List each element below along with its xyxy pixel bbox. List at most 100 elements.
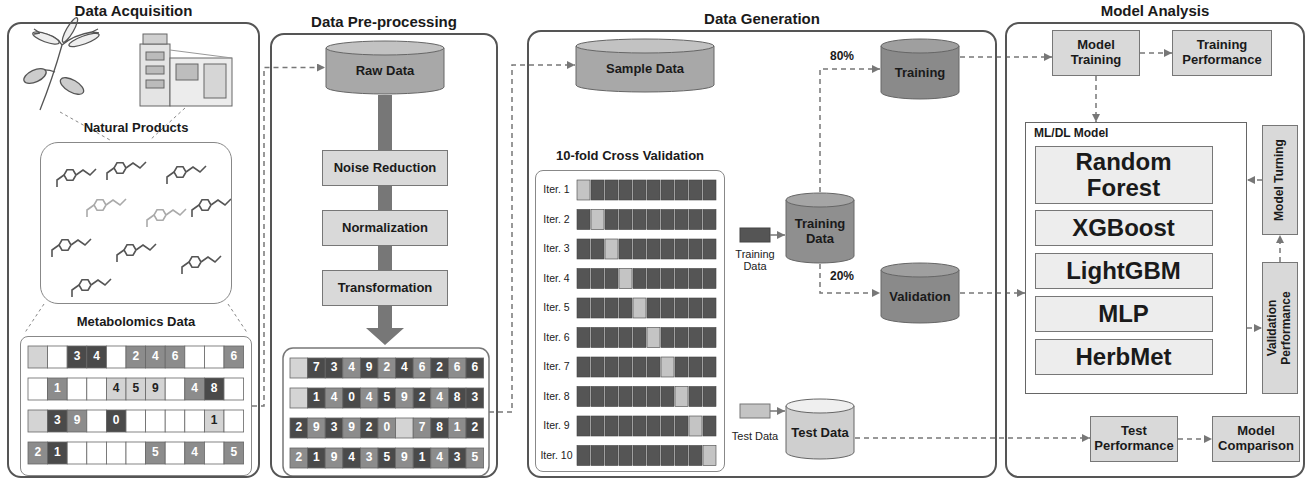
table-cell [325, 358, 343, 378]
database-cylinder: Raw Data [325, 40, 445, 95]
flow-arrow [1279, 235, 1281, 262]
database-cylinder: Test Data [785, 398, 855, 460]
table-cell [396, 388, 414, 408]
molecule-chain [57, 175, 64, 187]
model-box: HerbMet [1035, 339, 1213, 375]
fold-cell [647, 210, 660, 230]
table-cell [126, 442, 146, 464]
molecule-ring [94, 200, 106, 210]
fold-cell [577, 446, 590, 466]
table-cell [165, 378, 185, 400]
table-cell-value: 6 [466, 358, 484, 378]
fold-cell [577, 210, 590, 230]
table-cell [448, 358, 466, 378]
table-cell-value: 5 [126, 378, 146, 400]
table-cell [126, 410, 146, 432]
table-cell-value: 4 [360, 388, 378, 408]
table-cell-value: 7 [413, 418, 431, 438]
table-cell [28, 378, 48, 400]
fold-cell [591, 180, 604, 200]
node-label: Normalization [342, 221, 428, 236]
molecule-chain [91, 279, 111, 285]
table-cell-value: 2 [290, 418, 308, 438]
fold-cell [619, 446, 632, 466]
fold-cell [619, 416, 632, 436]
node-label: 10-fold Cross Validation [536, 149, 724, 164]
fold-cell [577, 416, 590, 436]
table-cell [290, 388, 308, 408]
fold-cell [647, 180, 660, 200]
table-cell-value: 1 [308, 448, 326, 468]
fold-cell [619, 269, 632, 289]
table-cell-value: 3 [325, 358, 343, 378]
fold-cell [675, 269, 688, 289]
table-cell [290, 418, 308, 438]
table-cell [396, 418, 414, 438]
molecule-chain [186, 166, 206, 172]
table-cell [204, 410, 224, 432]
flow-arrow [252, 68, 325, 407]
fold-cell [577, 387, 590, 407]
fold-cell [675, 387, 688, 407]
node-label: Test Performance [1094, 424, 1174, 454]
table-cell [378, 388, 396, 408]
table-cell-value: 4 [185, 378, 205, 400]
node-label: ML/DL Model [1034, 127, 1108, 141]
table-cell-value: 0 [378, 418, 396, 438]
iteration-label: Iter. 9 [537, 416, 576, 436]
fold-cell [689, 239, 702, 259]
molecule-chain [71, 239, 91, 245]
table-cell [431, 448, 449, 468]
cylinder-top [881, 263, 959, 277]
table-cell [343, 448, 361, 468]
table-cell-value: 4 [343, 448, 361, 468]
fold-cell [605, 269, 618, 289]
table-cell [204, 442, 224, 464]
fold-cell [619, 298, 632, 318]
fold-cell [577, 357, 590, 377]
fold-cell [633, 357, 646, 377]
fold-cell [703, 328, 716, 348]
molecule-ring [124, 245, 136, 255]
table-cell [165, 346, 185, 368]
table-cell [106, 378, 126, 400]
flow-arrow [1247, 327, 1262, 329]
flow-arrow [960, 292, 1025, 294]
molecule-ring [154, 210, 166, 220]
fold-cell [647, 328, 660, 348]
fold-cell [675, 416, 688, 436]
table-cell [448, 418, 466, 438]
table-cell-value: 4 [396, 358, 414, 378]
table-cell [290, 358, 308, 378]
table-cell [67, 442, 87, 464]
fold-cell [689, 269, 702, 289]
table-cell-value: 9 [67, 410, 87, 432]
fold-cell [661, 239, 674, 259]
fold-cell [661, 298, 674, 318]
molecule-chain [166, 209, 186, 215]
processed-table-frame [283, 348, 489, 476]
table-cell-value: 1 [204, 410, 224, 432]
fold-cell [633, 387, 646, 407]
cylinder-top [786, 399, 854, 413]
node-label: Random Forest [1039, 149, 1209, 199]
honeysuckle-flower [22, 16, 101, 110]
table-cell-value: 7 [308, 358, 326, 378]
table-cell-value: 6 [224, 346, 244, 368]
fold-cell [619, 357, 632, 377]
table-cell [126, 378, 146, 400]
stage-panel: Raw DataNoise ReductionNormalizationTran… [270, 33, 498, 478]
flow-arrow [855, 437, 1090, 439]
table-cell [185, 346, 205, 368]
fold-cell [675, 357, 688, 377]
fold-cell [675, 180, 688, 200]
table-cell [204, 378, 224, 400]
table-cell [67, 410, 87, 432]
table-cell [87, 378, 107, 400]
stage-panel: Model TrainingTraining PerformanceRandom… [1005, 22, 1305, 478]
table-cell [28, 410, 48, 432]
stage-title: Model Analysis [1007, 2, 1303, 19]
table-cell [466, 388, 484, 408]
table-cell [360, 448, 378, 468]
molecule-chain [52, 245, 59, 257]
